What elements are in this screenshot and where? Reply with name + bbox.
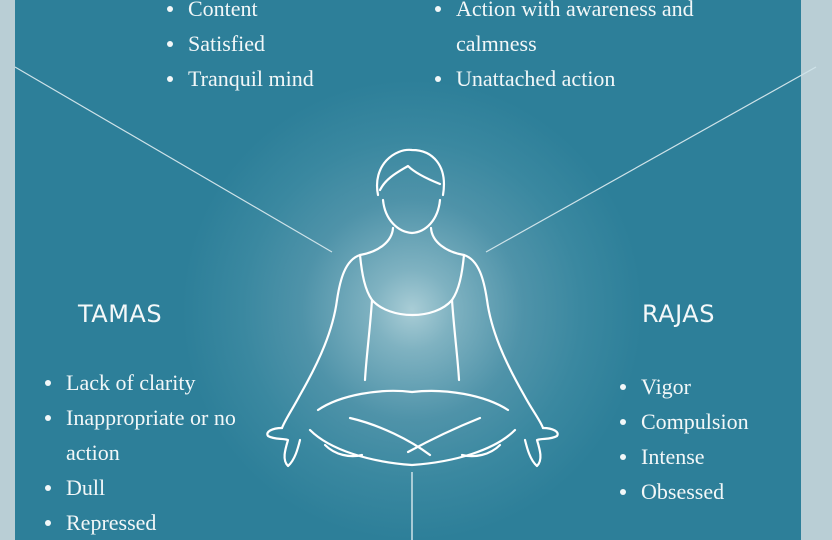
rajas-list: Vigor Compulsion Intense Obsessed [617,369,749,509]
list-item: Dull [42,470,262,505]
tamas-heading: TAMAS [78,300,163,328]
list-item: Inappropriate or no action [42,400,262,470]
sattva-action-list: Action with awareness and calmness Unatt… [432,0,712,96]
tamas-list: Lack of clarity Inappropriate or no acti… [42,365,262,540]
list-item: Content [164,0,314,26]
list-item: Repressed [42,505,262,540]
list-item: Action with awareness and calmness [432,0,712,61]
rajas-heading: RAJAS [642,300,715,328]
list-item: Obsessed [617,474,749,509]
list-item: Unattached action [432,61,712,96]
diagram-panel [15,0,801,540]
list-item: Compulsion [617,404,749,439]
list-item: Vigor [617,369,749,404]
list-item: Lack of clarity [42,365,262,400]
sattva-list: Content Satisfied Tranquil mind [164,0,314,96]
list-item: Intense [617,439,749,474]
list-item: Satisfied [164,26,314,61]
list-item: Tranquil mind [164,61,314,96]
